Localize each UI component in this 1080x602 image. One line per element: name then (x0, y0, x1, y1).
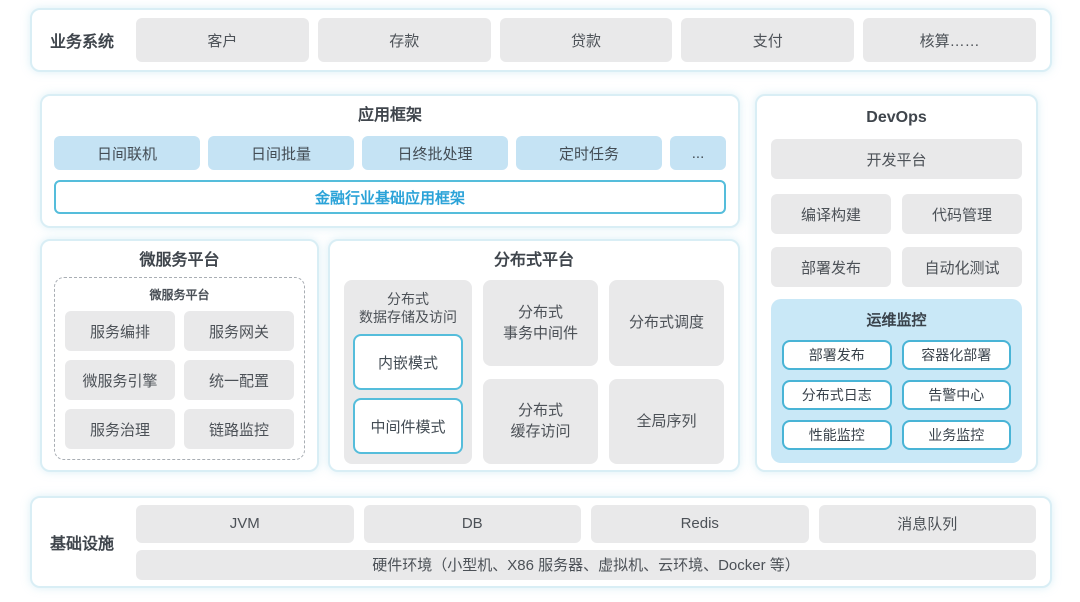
infra-item-db: DB (363, 504, 582, 543)
app-framework-panel: 应用框架 日间联机 日间批量 日终批处理 定时任务 ... 金融行业基础应用框架 (40, 94, 740, 228)
microservice-inner-box: 微服务平台 服务编排 服务网关 微服务引擎 统一配置 服务治理 链路监控 (54, 277, 305, 460)
business-item-loan: 贷款 (499, 18, 673, 62)
microservice-inner-title: 微服务平台 (149, 288, 210, 302)
monitoring-item-deploy-release: 部署发布 (782, 340, 892, 370)
framework-item-daytime-batch: 日间批量 (208, 136, 354, 170)
distributed-col-right: 分布式调度 全局序列 (609, 280, 724, 464)
dp-item-cache-access: 分布式 缓存访问 (483, 378, 598, 464)
devops-item-auto-test: 自动化测试 (902, 247, 1022, 287)
distributed-storage-label: 分布式 数据存储及访问 (359, 291, 457, 326)
ms-item-governance: 服务治理 (65, 409, 175, 449)
storage-mode-middleware: 中间件模式 (353, 398, 463, 454)
app-framework-title: 应用框架 (357, 107, 422, 124)
microservice-platform-panel: 微服务平台 微服务平台 服务编排 服务网关 微服务引擎 统一配置 服务治理 链路… (40, 239, 319, 472)
ms-item-trace-monitoring: 链路监控 (184, 409, 294, 449)
devops-panel: DevOps 开发平台 编译构建 代码管理 部署发布 自动化测试 运维监控 部署… (755, 94, 1038, 472)
framework-item-more: ... (670, 136, 726, 170)
business-items-row: 客户 存款 贷款 支付 核算…… (136, 18, 1036, 62)
infra-item-message-queue: 消息队列 (818, 504, 1037, 543)
business-systems-label: 业务系统 (50, 34, 115, 51)
distributed-storage-box: 分布式 数据存储及访问 内嵌模式 中间件模式 (344, 280, 472, 464)
infra-item-redis: Redis (591, 504, 809, 543)
ops-monitoring-panel: 运维监控 部署发布 容器化部署 分布式日志 告警中心 性能监控 业务监控 (771, 299, 1022, 463)
business-item-accounting: 核算…… (863, 18, 1036, 62)
distributed-platform-panel: 分布式平台 分布式 数据存储及访问 内嵌模式 中间件模式 分布式 事务中间件 分… (328, 239, 740, 472)
storage-mode-embedded: 内嵌模式 (353, 334, 463, 391)
dp-item-global-sequence: 全局序列 (609, 378, 724, 464)
business-item-customer: 客户 (136, 18, 309, 62)
framework-item-daytime-online: 日间联机 (54, 136, 200, 170)
ms-item-orchestration: 服务编排 (65, 311, 175, 351)
ops-monitoring-grid: 部署发布 容器化部署 分布式日志 告警中心 性能监控 业务监控 (782, 340, 1011, 450)
microservice-grid: 服务编排 服务网关 微服务引擎 统一配置 服务治理 链路监控 (65, 311, 294, 449)
framework-item-scheduled-tasks: 定时任务 (516, 136, 662, 170)
infrastructure-label: 基础设施 (50, 536, 115, 553)
dp-item-scheduling: 分布式调度 (609, 280, 724, 366)
ops-monitoring-title: 运维监控 (866, 312, 927, 329)
app-framework-row: 日间联机 日间批量 日终批处理 定时任务 ... (54, 136, 726, 170)
devops-title: DevOps (866, 109, 927, 126)
monitoring-item-alert-center: 告警中心 (901, 380, 1011, 410)
monitoring-item-business: 业务监控 (901, 420, 1011, 450)
infrastructure-items-row: JVM DB Redis 消息队列 (136, 504, 1037, 543)
devops-item-code-mgmt: 代码管理 (902, 194, 1022, 234)
ms-item-unified-config: 统一配置 (184, 360, 294, 400)
distributed-col-middle: 分布式 事务中间件 分布式 缓存访问 (483, 280, 598, 464)
monitoring-item-distributed-log: 分布式日志 (782, 380, 892, 410)
framework-item-eod-batch: 日终批处理 (362, 136, 508, 170)
microservice-title: 微服务平台 (139, 252, 220, 269)
infrastructure-rows: JVM DB Redis 消息队列 硬件环境（小型机、X86 服务器、虚拟机、云… (136, 504, 1037, 580)
infrastructure-band: 基础设施 JVM DB Redis 消息队列 硬件环境（小型机、X86 服务器、… (30, 496, 1052, 588)
infra-item-jvm: JVM (136, 504, 354, 543)
ms-item-gateway: 服务网关 (184, 311, 294, 351)
devops-item-build: 编译构建 (771, 194, 891, 234)
distributed-grid: 分布式 数据存储及访问 内嵌模式 中间件模式 分布式 事务中间件 分布式 缓存访… (344, 280, 724, 464)
business-item-deposit: 存款 (317, 18, 491, 62)
business-systems-band: 业务系统 客户 存款 贷款 支付 核算…… (30, 8, 1052, 72)
business-item-payment: 支付 (681, 18, 855, 62)
distributed-title: 分布式平台 (493, 252, 574, 269)
devops-grid: 编译构建 代码管理 部署发布 自动化测试 (771, 194, 1022, 287)
hardware-environment-box: 硬件环境（小型机、X86 服务器、虚拟机、云环境、Docker 等） (136, 549, 1036, 580)
devops-item-deploy-release: 部署发布 (771, 247, 891, 287)
financial-base-framework-box: 金融行业基础应用框架 (54, 180, 726, 214)
dp-item-transaction-middleware: 分布式 事务中间件 (483, 280, 598, 366)
monitoring-item-performance: 性能监控 (782, 420, 892, 450)
monitoring-item-container-deploy: 容器化部署 (901, 340, 1011, 370)
ms-item-engine: 微服务引擎 (65, 360, 175, 400)
devops-dev-platform: 开发平台 (771, 139, 1022, 179)
